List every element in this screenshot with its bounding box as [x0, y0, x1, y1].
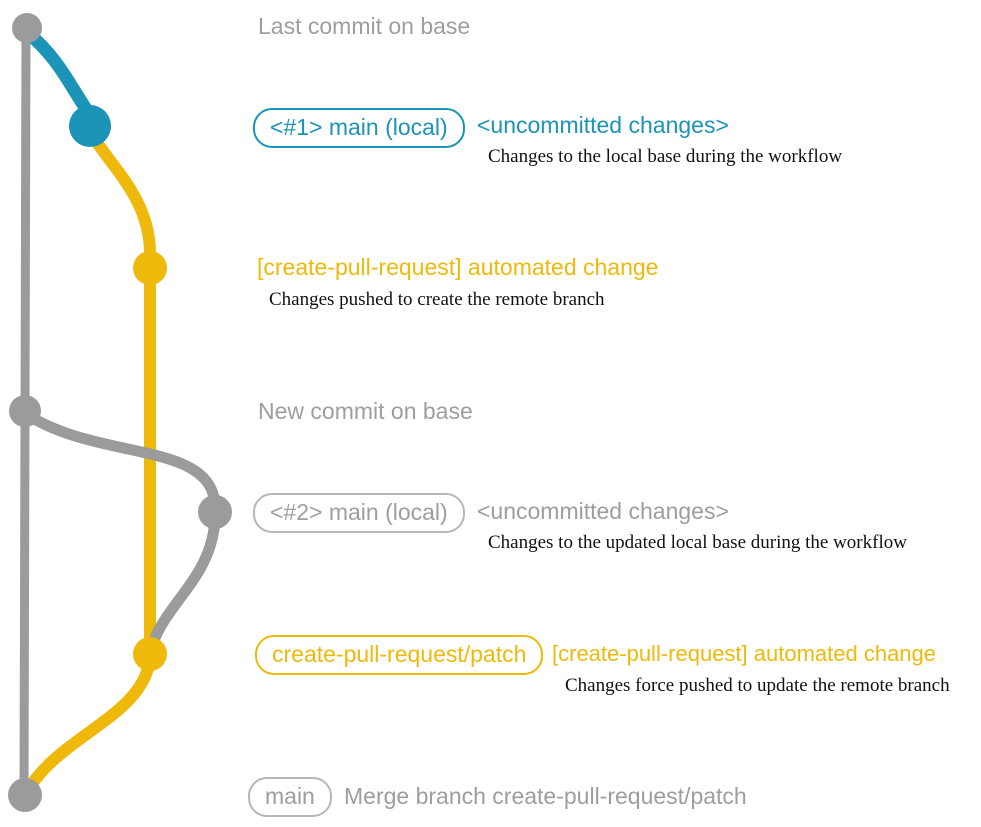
branch-badge-main: main	[248, 777, 332, 817]
caption-local-base-changes: Changes to the local base during the wor…	[488, 146, 843, 167]
commit-message-automated-change-2: [create-pull-request] automated change	[552, 641, 937, 666]
edge-base-to-main-local-2	[20, 408, 221, 514]
commit-node-last-base	[12, 13, 42, 43]
annotation-last-commit-on-base: Last commit on base	[258, 13, 471, 39]
commit-node-merge	[8, 778, 42, 812]
commit-graph	[8, 13, 232, 812]
caption-force-pushed-update-remote: Changes force pushed to update the remot…	[565, 675, 950, 696]
status-uncommitted-changes-1: <uncommitted changes>	[477, 112, 729, 138]
edge-main-local-to-patch-1	[84, 126, 156, 258]
status-uncommitted-changes-2: <uncommitted changes>	[477, 498, 729, 524]
edge-patch-to-merge	[22, 652, 156, 796]
commit-node-main-local-1	[69, 105, 111, 147]
caption-updated-local-base-changes: Changes to the updated local base during…	[488, 532, 907, 553]
branch-badge-create-pull-request-patch: create-pull-request/patch	[255, 635, 544, 675]
edge-main-local-2-to-patch-2	[146, 510, 221, 652]
commit-node-patch-2	[133, 637, 167, 671]
commit-message-automated-change-1: [create-pull-request] automated change	[257, 254, 659, 280]
branch-badge-main-local-2: <#2> main (local)	[253, 493, 465, 533]
edge-base-to-main-local-1	[20, 25, 95, 119]
annotation-new-commit-on-base: New commit on base	[258, 398, 473, 424]
commit-node-new-base	[9, 395, 41, 427]
caption-pushed-create-remote: Changes pushed to create the remote bran…	[269, 289, 605, 310]
commit-message-merge-branch: Merge branch create-pull-request/patch	[344, 783, 747, 809]
commit-node-main-local-2	[198, 495, 232, 529]
commit-node-patch-1	[133, 251, 167, 285]
branch-badge-main-local-1: <#1> main (local)	[253, 108, 465, 148]
